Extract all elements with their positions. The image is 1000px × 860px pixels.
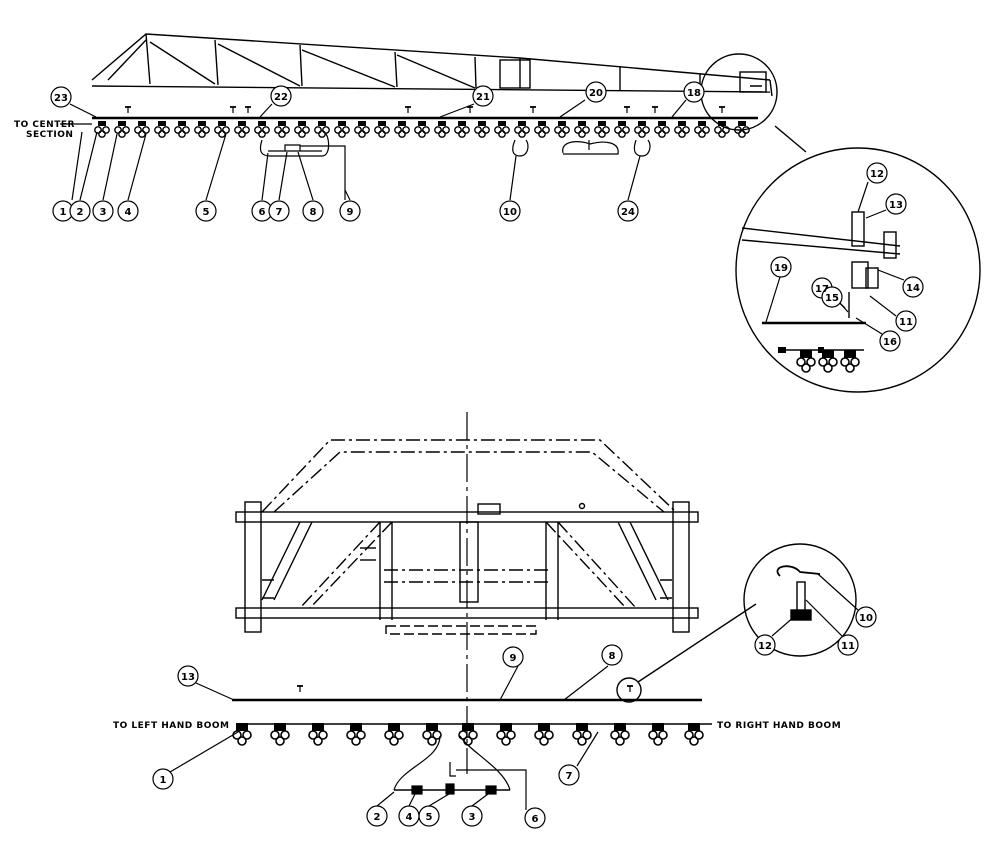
center-hoses xyxy=(393,735,527,810)
callout-10: 10 xyxy=(503,207,517,218)
callout-23: 23 xyxy=(54,93,68,104)
callout-labels-center-view: 13 9 8 1 7 2 4 5 3 6 xyxy=(160,651,616,825)
boom-nozzles xyxy=(94,120,750,138)
callout-24: 24 xyxy=(621,207,635,218)
center-spray-pipe xyxy=(232,685,712,725)
callout-1: 1 xyxy=(60,207,67,218)
callout-labels-detail-top: 12 13 14 11 19 17 15 16 xyxy=(774,169,920,348)
detail-callout-13: 13 xyxy=(889,200,903,211)
detail-circle-top xyxy=(700,53,981,393)
callout-5: 5 xyxy=(203,207,210,218)
center-callout-7: 7 xyxy=(566,771,573,782)
center-callout-6: 6 xyxy=(532,814,539,825)
center-callout-5: 5 xyxy=(426,812,433,823)
callout-labels-top-view: 1 2 3 4 5 6 7 8 9 10 24 23 22 21 20 18 xyxy=(54,88,701,218)
detail-center-callout-12: 12 xyxy=(758,641,772,652)
center-callout-3: 3 xyxy=(469,812,476,823)
detail-callout-17: 17 xyxy=(815,284,829,295)
callouts-detail-top xyxy=(765,162,924,352)
center-callout-13: 13 xyxy=(181,672,195,683)
boom-spray-pipe xyxy=(60,106,758,125)
boom-hoses xyxy=(259,133,651,200)
callout-4: 4 xyxy=(125,207,132,218)
callout-9: 9 xyxy=(347,207,354,218)
to-center-note-line1: TO CENTER xyxy=(14,120,75,130)
callout-labels-detail-center: 10 11 12 xyxy=(758,613,873,652)
detail-circle-center xyxy=(616,543,857,703)
center-callout-8: 8 xyxy=(609,651,616,662)
center-callout-4: 4 xyxy=(406,812,413,823)
detail-center-callout-11: 11 xyxy=(841,641,855,652)
callouts-center-view xyxy=(152,644,623,829)
detail-nozzles-top xyxy=(778,347,864,373)
notes: TO CENTER SECTION TO LEFT HAND BOOM TO R… xyxy=(14,120,841,731)
center-callout-1: 1 xyxy=(160,775,167,786)
center-callout-9: 9 xyxy=(510,653,517,664)
detail-callout-12: 12 xyxy=(870,169,884,180)
center-callout-2: 2 xyxy=(374,812,381,823)
detail-callout-15: 15 xyxy=(825,293,839,304)
callout-2: 2 xyxy=(77,207,84,218)
detail-callout-19: 19 xyxy=(774,263,788,274)
detail-center-callout-10: 10 xyxy=(859,613,873,624)
callout-3: 3 xyxy=(100,207,107,218)
callout-22: 22 xyxy=(274,92,288,103)
callout-20: 20 xyxy=(589,88,603,99)
center-nozzles xyxy=(232,722,704,746)
callouts-detail-center xyxy=(754,573,877,656)
callout-7: 7 xyxy=(276,207,283,218)
to-right-boom-note: TO RIGHT HAND BOOM xyxy=(717,721,841,731)
to-left-boom-note: TO LEFT HAND BOOM xyxy=(113,721,229,731)
callout-18: 18 xyxy=(687,88,701,99)
detail-callout-11: 11 xyxy=(899,317,913,328)
callouts-top-view xyxy=(50,81,705,222)
boom-truss xyxy=(91,33,773,97)
detail-callout-14: 14 xyxy=(906,283,920,294)
callout-6: 6 xyxy=(259,207,266,218)
detail-callout-16: 16 xyxy=(883,337,897,348)
to-center-note-line2: SECTION xyxy=(26,130,73,140)
callout-8: 8 xyxy=(310,207,317,218)
callout-21: 21 xyxy=(476,92,490,103)
